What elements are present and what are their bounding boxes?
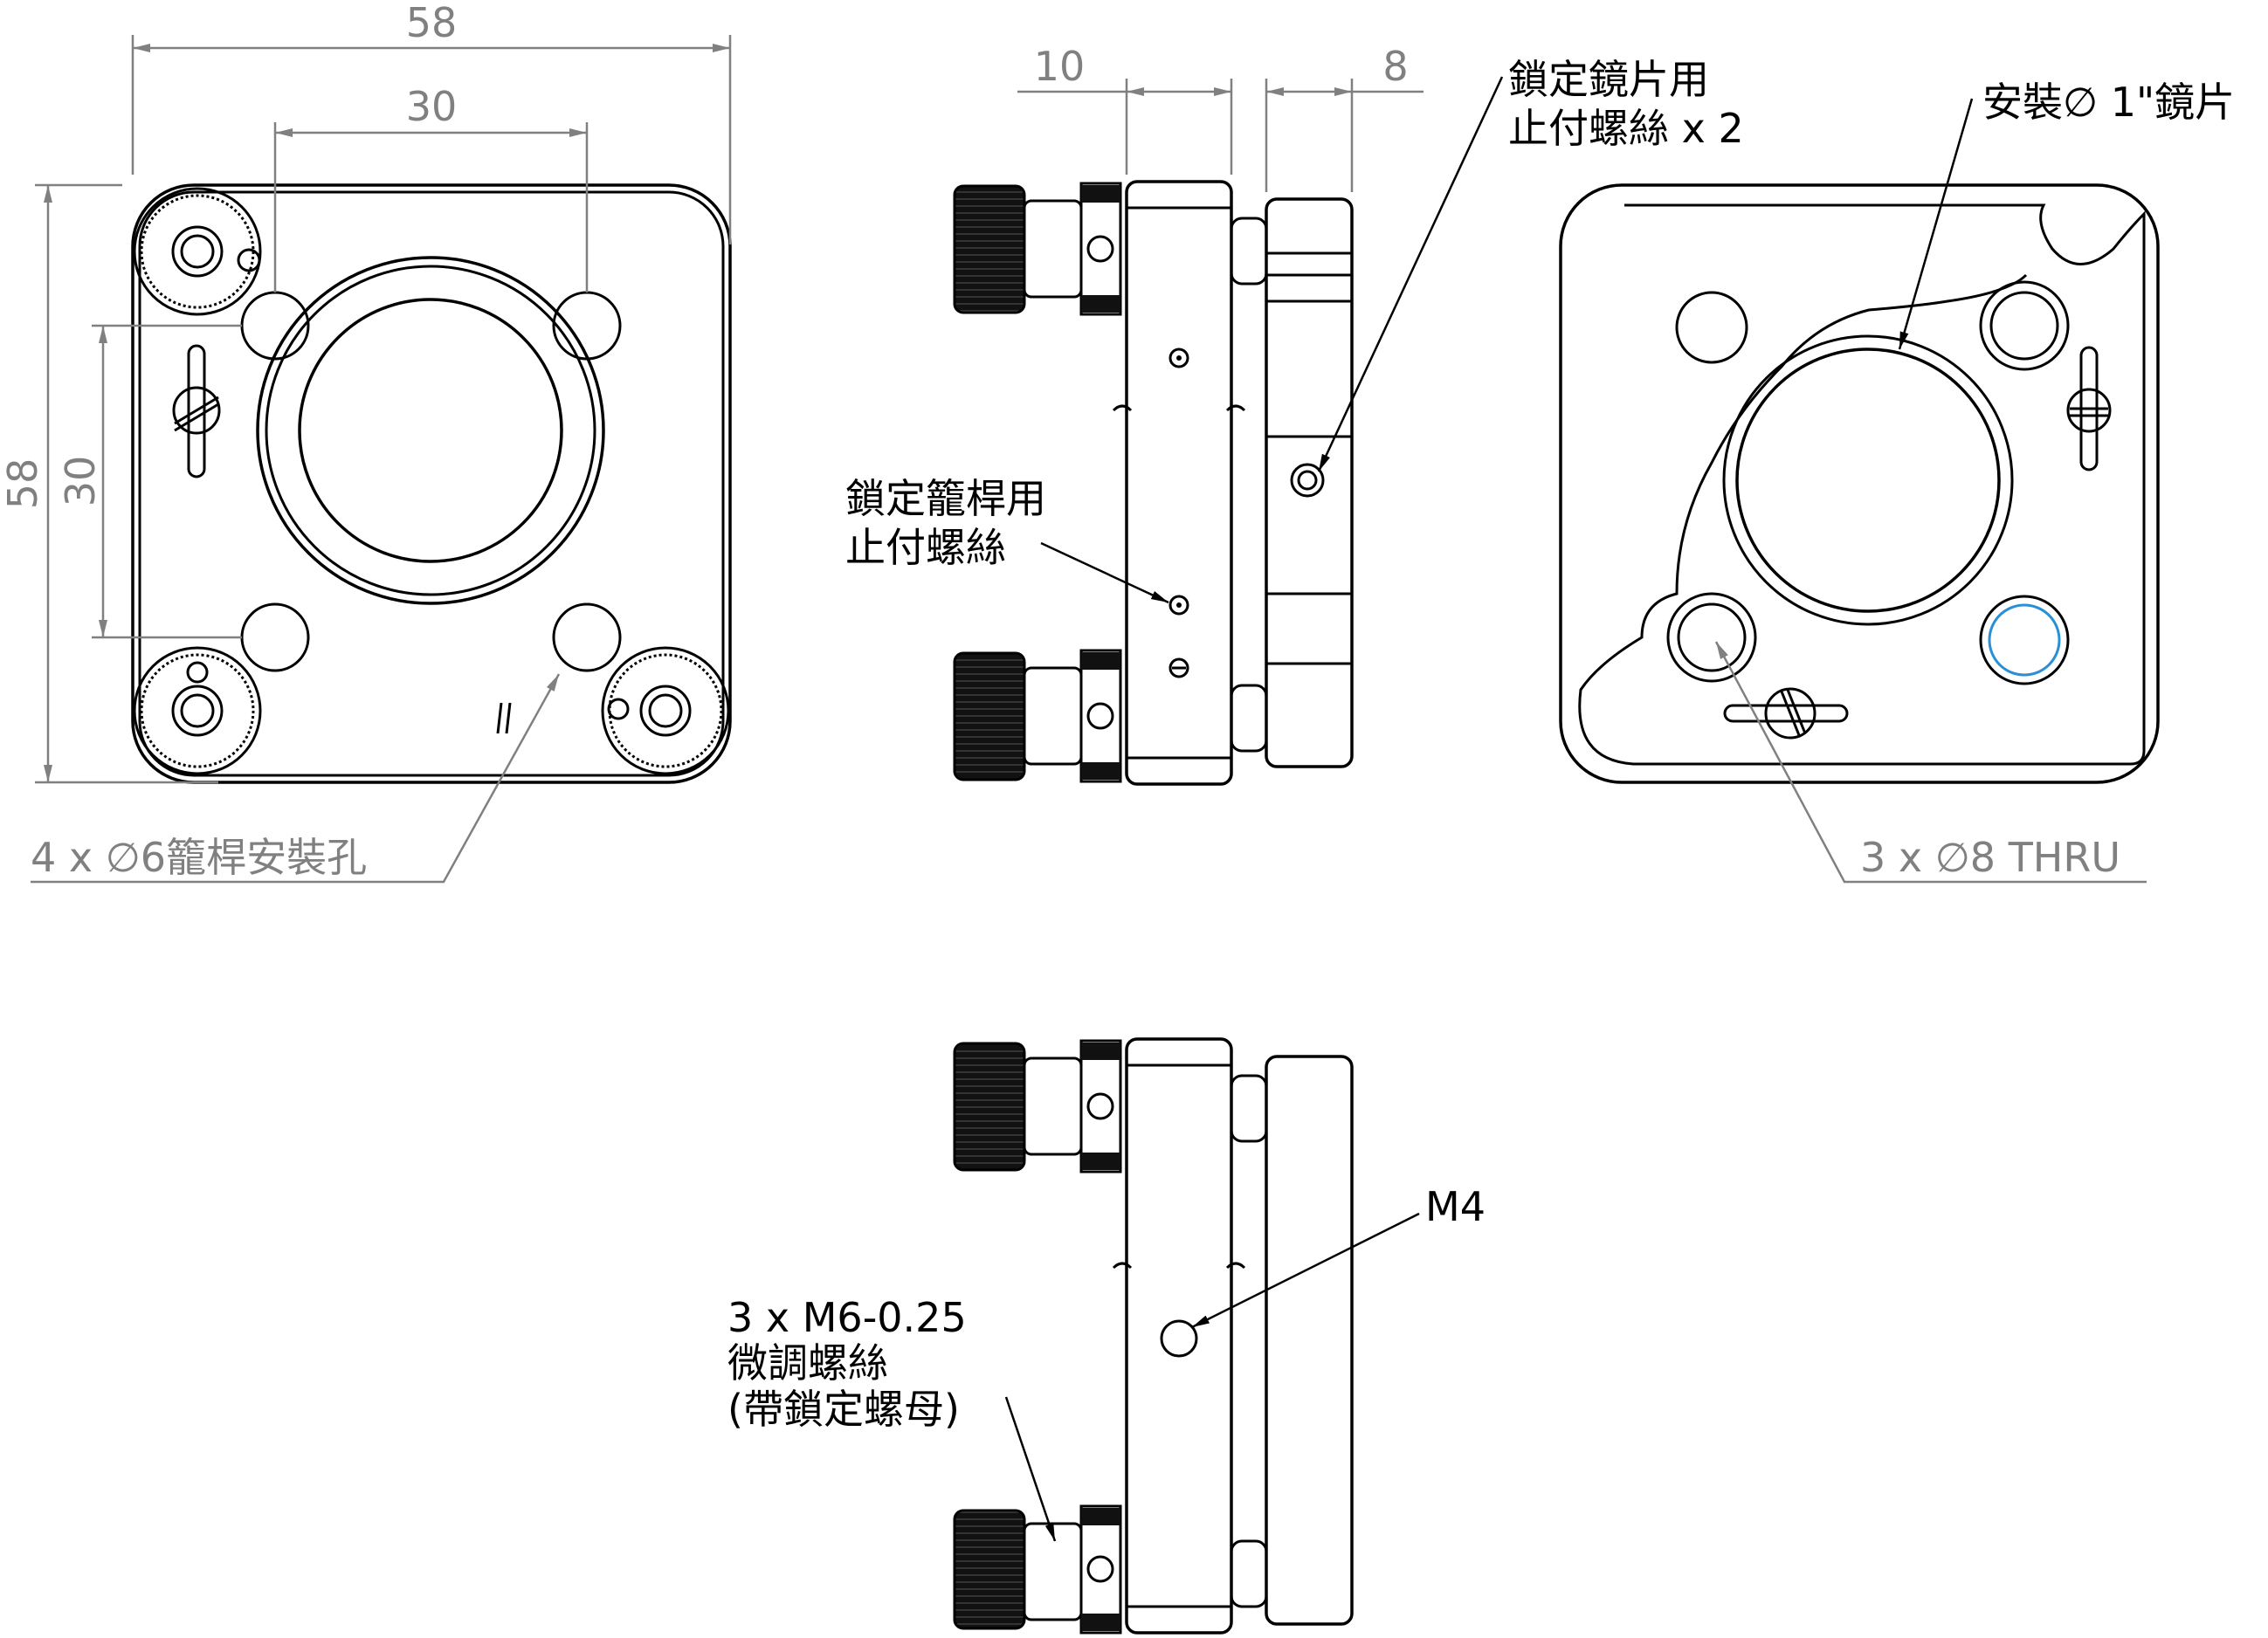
callout-lock-optic-line1: 鎖定鏡片用 [1508, 56, 1709, 103]
cage-hole-bottom-left [240, 602, 310, 672]
callout-lock-cage-line2: 止付螺絲 [845, 524, 1006, 571]
back-optic-bore [1735, 348, 2001, 613]
optic-ring-outer [256, 256, 605, 605]
adjuster-top-left [133, 187, 262, 316]
adjuster-bottom-left [133, 646, 262, 775]
callout-lock-optic-line2: 止付螺絲 x 2 [1508, 105, 1744, 152]
front-view: 58 30 58 30 4 x ∅6籠桿安裝孔 [0, 0, 732, 884]
callout-lock-cage-line1: 鎖定籠桿用 [845, 475, 1046, 522]
front-lock-slot [172, 344, 221, 478]
callout-cage-rod-holes: 4 x ∅6籠桿安裝孔 [31, 834, 367, 881]
back-plate-outline [1559, 183, 2160, 784]
front-marks [496, 702, 512, 734]
back-plate-relief [1578, 203, 2146, 766]
side2-main-plate [1125, 1037, 1233, 1635]
knob-bottom [953, 651, 1026, 781]
cage-hole-top-left [240, 291, 310, 361]
cage-hole-bottom-right [552, 602, 622, 672]
side2-front-plate [1265, 1055, 1354, 1626]
back-view: 安裝∅ 1"鏡片 3 x ∅8 THRU [1559, 79, 2235, 884]
callout-adjuster-line3: (帶鎖定螺母) [727, 1386, 960, 1433]
side-main-plate [1125, 180, 1233, 786]
callout-adjuster-line2: 微調螺絲 [727, 1339, 888, 1387]
dim-58-horizontal: 58 [406, 0, 458, 46]
side-view-top: 10 8 鎖定鏡片用 止付螺絲 x 2 鎖定籠桿用 止付螺絲 [845, 43, 1744, 786]
back-optic-ring [1722, 334, 2014, 626]
callout-m4: M4 [1425, 1183, 1486, 1230]
front-plate-outline [131, 183, 732, 784]
callout-thru-holes: 3 x ∅8 THRU [1860, 834, 2120, 881]
front-plate-inner-edge [138, 190, 725, 777]
adjuster-bottom-right [601, 646, 730, 775]
callout-adjuster-line1: 3 x M6-0.25 [727, 1294, 967, 1341]
back-slot-right [2066, 346, 2112, 471]
knob-top-2 [953, 1042, 1026, 1172]
dim-30-horizontal: 30 [406, 83, 458, 130]
dim-30-vertical: 30 [57, 456, 104, 507]
optic-bore [298, 298, 563, 563]
optic-ring-mid [265, 265, 596, 596]
back-slot-bottom [1723, 687, 1849, 740]
side-front-plate [1265, 197, 1354, 768]
dim-10: 10 [1034, 43, 1086, 90]
dim-58-vertical: 58 [0, 458, 46, 510]
knob-top [953, 184, 1026, 314]
side-view-bottom: M4 3 x M6-0.25 微調螺絲 (帶鎖定螺母) [727, 1037, 1486, 1635]
cage-hole-top-right [552, 291, 622, 361]
knob-bottom-2 [953, 1509, 1026, 1630]
callout-mount-optic: 安裝∅ 1"鏡片 [1982, 79, 2235, 126]
dim-8: 8 [1382, 43, 1408, 90]
m4-hole [1160, 1319, 1198, 1358]
